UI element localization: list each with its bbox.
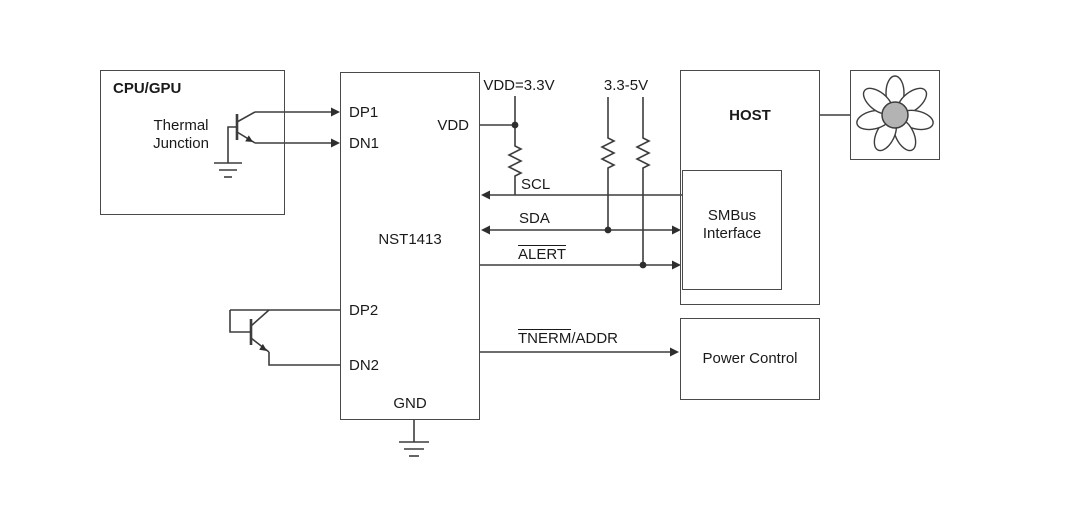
nst1413-block: DP1 DN1 VDD NST1413 DP2 DN2 GND [340, 72, 480, 420]
junction-dot [604, 226, 612, 234]
smbus-label: SMBus Interface [683, 207, 781, 243]
junction-dot [639, 261, 647, 269]
junction-dots [511, 121, 647, 269]
power-control-title: Power Control [702, 350, 798, 367]
arrow-therm [670, 347, 679, 357]
resistor-icon [635, 97, 651, 265]
scl-label: SCL [521, 176, 551, 193]
host-block: HOST [680, 70, 820, 305]
pullup-rail-label: 3.3-5V [603, 77, 649, 94]
addr-label-text: /ADDR [571, 330, 618, 347]
host-title: HOST [729, 107, 771, 124]
pin-dn2: DN2 [349, 357, 380, 374]
smbus-interface-block: SMBus Interface [682, 170, 782, 290]
pin-dp1: DP1 [349, 104, 379, 121]
alert-label-text: ALERT [518, 245, 567, 263]
resistor-icon [600, 97, 616, 230]
arrowheads [245, 107, 681, 357]
cpu-gpu-block: CPU/GPU Thermal Junction [100, 70, 285, 215]
smbus-line1: SMBus [707, 207, 757, 224]
emitter-arrow [259, 343, 267, 351]
fan-icon [856, 75, 934, 152]
dn2-wire [268, 352, 340, 366]
pin-dp2: DP2 [349, 302, 379, 319]
resistor-icon [507, 125, 523, 195]
ic-name: NST1413 [378, 231, 442, 248]
arrow-dp1 [331, 107, 340, 117]
arrow-alert [672, 260, 681, 270]
power-control-block: Power Control [680, 318, 820, 400]
sda-label: SDA [519, 210, 550, 227]
vdd-rail-label: VDD=3.3V [483, 77, 555, 94]
pin-dn1: DN1 [349, 135, 380, 152]
arrow-dn1 [331, 138, 340, 148]
ground-icon [214, 162, 242, 178]
therm-addr-label: TNERM/ADDR [518, 329, 618, 348]
arrow-sda-left [481, 225, 490, 235]
thermal-junction-line2: Junction [153, 135, 209, 152]
arrow-scl [481, 190, 490, 200]
cpu-gpu-title: CPU/GPU [113, 80, 182, 97]
transistor-icon [227, 111, 256, 163]
therm-label-text: TNERM [518, 329, 572, 347]
emitter-arrow [245, 135, 253, 142]
ground-icon [399, 441, 429, 457]
smbus-line2: Interface [702, 225, 762, 242]
arrow-sda-right [672, 225, 681, 235]
fan-hub [881, 101, 909, 129]
junction-dot [511, 121, 519, 129]
thermal-junction-label: Thermal Junction [121, 117, 241, 153]
pin-vdd: VDD [437, 117, 469, 134]
alert-label: ALERT [518, 245, 567, 264]
fan-frame [850, 70, 940, 160]
thermal-junction-line1: Thermal [153, 117, 209, 134]
pin-gnd: GND [393, 395, 427, 412]
